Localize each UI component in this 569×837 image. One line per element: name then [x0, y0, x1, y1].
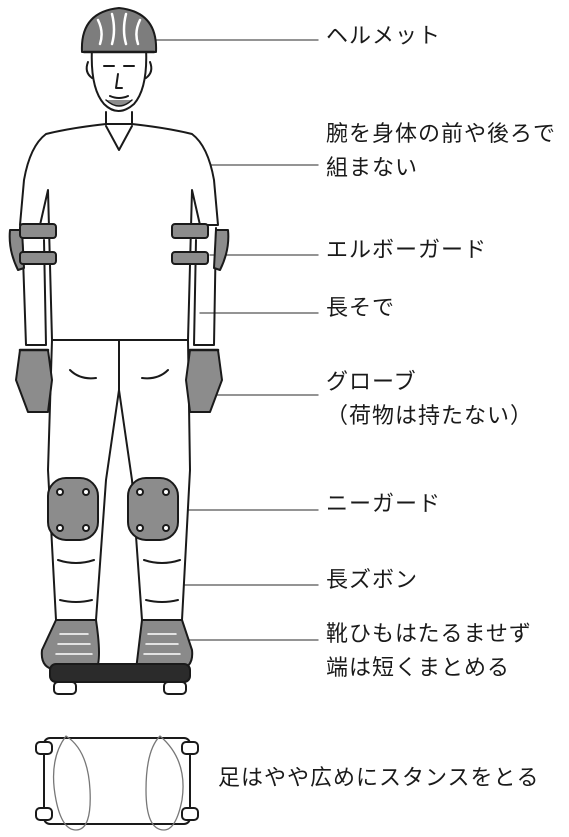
label-long-pants-text: 長ズボン	[326, 568, 419, 593]
shoe-right	[135, 619, 194, 671]
label-elbow-guard-text: エルボーガード	[326, 238, 488, 263]
leader-lines	[139, 39, 319, 641]
label-long-pants: 長ズボン	[326, 564, 418, 598]
elbow-guard-right	[171, 223, 230, 271]
elbow-guard-left	[8, 223, 57, 271]
label-shoelaces-line-1: 靴ひもはたるませず	[326, 622, 532, 647]
board-side	[49, 663, 191, 695]
label-gloves: グローブ （荷物は持たない）	[326, 366, 533, 434]
knee-guard-right	[127, 477, 179, 541]
knee-guard-left	[47, 477, 99, 541]
label-arms-line-1: 腕を身体の前や後ろで	[326, 122, 557, 147]
shoe-left	[40, 619, 100, 671]
label-long-sleeves: 長そで	[326, 292, 395, 326]
label-arms: 腕を身体の前や後ろで 組まない	[326, 118, 556, 186]
label-arms-line-2: 組まない	[326, 156, 419, 181]
glove-right	[185, 348, 223, 413]
pants	[47, 339, 191, 621]
label-shoelaces: 靴ひもはたるませず 端は短くまとめる	[326, 618, 532, 686]
label-elbow-guard: エルボーガード	[326, 234, 487, 268]
label-shoelaces-line-2: 端は短くまとめる	[326, 656, 511, 681]
label-stance: 足はやや広めにスタンスをとる	[218, 762, 540, 796]
label-helmet: ヘルメット	[326, 20, 441, 54]
label-gloves-line-1: グローブ	[326, 370, 417, 395]
label-knee-guard: ニーガード	[326, 488, 441, 522]
glove-left	[15, 348, 53, 413]
label-long-sleeves-text: 長そで	[326, 296, 396, 321]
board-top-view	[35, 735, 199, 831]
label-knee-guard-text: ニーガード	[326, 492, 442, 517]
helmet	[80, 7, 158, 54]
label-gloves-line-2: （荷物は持たない）	[326, 404, 534, 429]
label-helmet-text: ヘルメット	[326, 24, 442, 49]
label-stance-text: 足はやや広めにスタンスをとる	[218, 766, 540, 791]
head	[85, 47, 153, 127]
